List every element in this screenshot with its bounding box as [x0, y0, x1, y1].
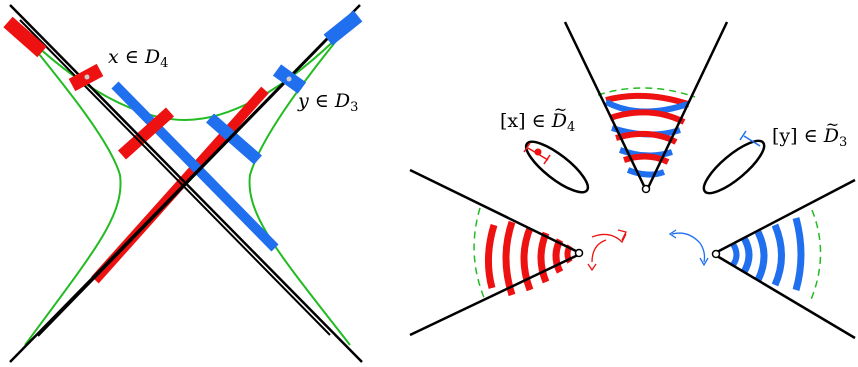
left-wedge-dashed-arc [473, 207, 486, 301]
red-arrow-right [591, 233, 627, 244]
right-wedge-blue-arc-1 [771, 223, 785, 287]
red-end-top-left [3, 16, 47, 58]
right-wedge-vertex [711, 249, 721, 259]
blue-arrow-down-head [699, 257, 709, 267]
blue-arrow-left [671, 232, 701, 244]
x-point [84, 74, 90, 80]
x-label: x ∈ D4 [108, 46, 169, 71]
right-wedge-blue-arc-2 [754, 230, 768, 282]
x-class-label: [x] ∈ D4 [500, 102, 575, 134]
green-hyperbola-top [17, 27, 346, 122]
y-class-label: [y] ∈ D3 [772, 117, 847, 149]
top-wedge-edge-left [563, 21, 647, 189]
red-arrow-up [591, 239, 607, 263]
left-wedge [409, 168, 584, 337]
left-panel [3, 4, 363, 363]
blue-end-top-right [323, 10, 363, 46]
left-wedge-edge-top [409, 168, 579, 254]
top-wedge-dashed-arc-1 [597, 87, 696, 98]
red-arrow-right-head [617, 229, 627, 241]
right-wedge [711, 178, 856, 340]
left-wedge-red-arc-4 [552, 238, 564, 274]
left-wedge-red-arc-1 [502, 220, 516, 297]
right-wedge-blue-arc-4 [730, 242, 740, 267]
top-wedge-vertex [641, 184, 651, 194]
y-label: y ∈ D3 [298, 90, 359, 115]
left-wedge-vertex [574, 248, 584, 258]
right-panel [409, 21, 856, 340]
black-diagonal-1b [19, 19, 331, 336]
right-wedge-blue-arc-3 [740, 236, 753, 274]
top-wedge-arc-red-3 [615, 130, 678, 145]
x-class-red-point [534, 148, 542, 156]
y-class-ellipse-group [702, 130, 766, 195]
red-arrow-up-head [587, 263, 597, 272]
y-point [286, 76, 292, 82]
right-wedge-edge-bottom [716, 254, 856, 340]
right-wedge-dashed-arc [809, 209, 822, 303]
red-band-short [117, 107, 175, 160]
left-wedge-red-arc-2 [520, 226, 534, 292]
x-class-ellipse [524, 140, 590, 194]
top-wedge-arc-red-2 [609, 109, 686, 125]
top-wedge-arc-red-4 [623, 153, 670, 165]
blue-arrow-left-head [668, 229, 677, 239]
green-hyperbola-left [17, 27, 122, 346]
right-wedge-blue-arc-0 [792, 217, 805, 291]
blue-band-short [206, 113, 262, 165]
top-wedge-arc-red-1 [605, 92, 689, 107]
x-class-ellipse-group [523, 140, 590, 194]
top-wedge-edge-right [646, 21, 729, 189]
y-class-ellipse [702, 139, 766, 195]
right-wedge-edge-top [716, 178, 856, 254]
blue-arrow-down [699, 242, 706, 263]
left-wedge-edge-bottom [409, 253, 579, 337]
left-wedge-red-arc-0 [484, 223, 498, 289]
blue-band-main [111, 81, 279, 252]
top-wedge-arc-blue-4 [626, 167, 666, 178]
top-wedge [563, 21, 729, 194]
left-wedge-red-arc-3 [537, 231, 550, 284]
y-class-blue-tick [739, 130, 761, 147]
black-diagonal-2b [37, 17, 349, 337]
